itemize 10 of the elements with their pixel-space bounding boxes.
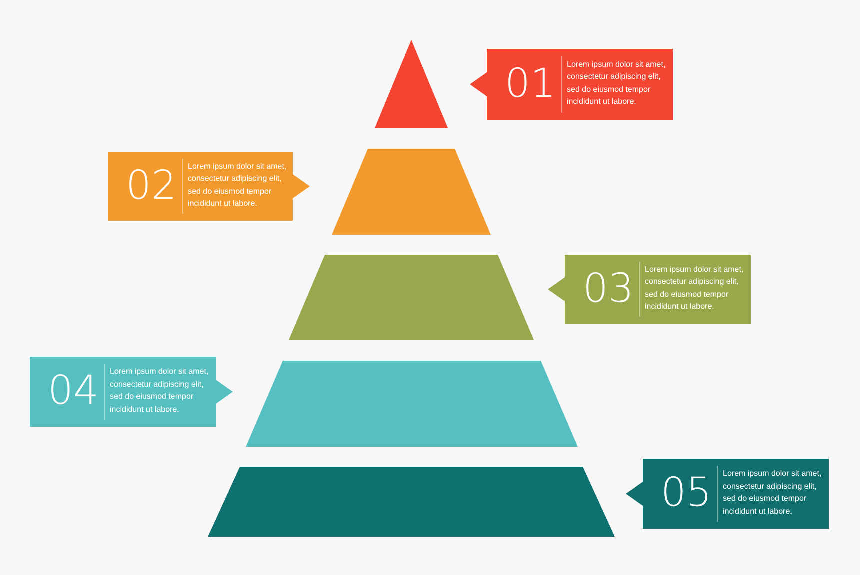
step-number: 03 [583,268,634,308]
description-text: Lorem ipsum dolor sit amet, consectetur adipiscing elit, sed do eiusmod tempor incididunt ut labore. [188,160,288,210]
step-number: 01 [505,64,556,104]
description-text: Lorem ipsum dolor sit amet, consectetur adipiscing elit, sed do eiusmod tempor incididunt ut labore. [567,58,667,108]
step-number: 05 [661,473,712,513]
step-number: 02 [126,166,177,206]
description-text: Lorem ipsum dolor sit amet, consectetur adipiscing elit, sed do eiusmod tempor incididunt ut labore. [110,366,210,416]
description-text: Lorem ipsum dolor sit amet, consectetur adipiscing elit, sed do eiusmod tempor incididunt ut labore. [645,264,745,313]
step-number: 04 [48,371,99,411]
description-text: Lorem ipsum dolor sit amet, consectetur adipiscing elit, sed do eiusmod tempor incididunt ut labore. [723,468,823,518]
